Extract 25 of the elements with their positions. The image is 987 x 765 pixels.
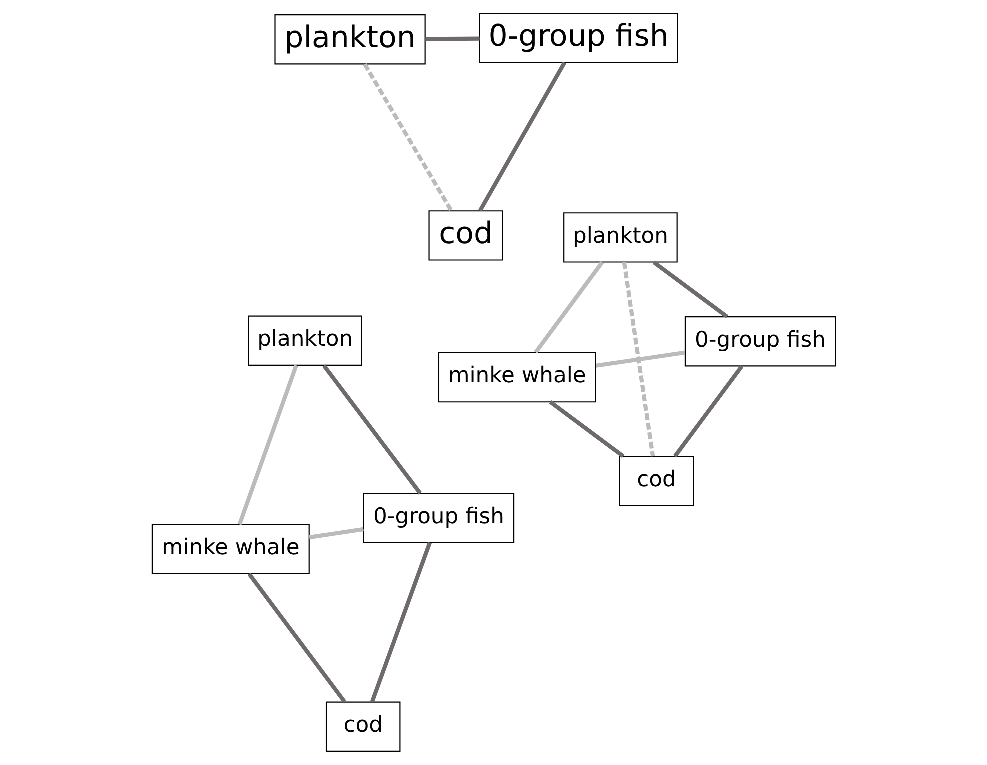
node-box: plankton xyxy=(248,316,362,366)
connector xyxy=(425,36,480,42)
node-box: cod xyxy=(325,702,400,752)
node-box: minke whale xyxy=(151,524,310,574)
connector xyxy=(237,364,298,526)
connector xyxy=(478,62,566,212)
connector xyxy=(308,527,364,540)
connector xyxy=(596,350,686,368)
connector xyxy=(622,262,655,457)
node-box: plankton xyxy=(274,14,426,65)
connector xyxy=(673,365,744,458)
node-box: 0-group fish xyxy=(478,13,678,64)
node-box: 0-group fish xyxy=(362,493,514,544)
node-box: cod xyxy=(618,456,694,506)
connector xyxy=(362,63,453,212)
node-box: cod xyxy=(428,210,503,261)
connector xyxy=(548,400,624,458)
connector xyxy=(247,572,346,704)
connector xyxy=(370,542,432,703)
connector xyxy=(652,260,728,319)
node-box: minke whale xyxy=(438,352,596,403)
node-box: 0-group fish xyxy=(684,316,836,367)
connector xyxy=(322,364,422,495)
node-box: plankton xyxy=(563,212,678,263)
connector xyxy=(534,261,604,354)
